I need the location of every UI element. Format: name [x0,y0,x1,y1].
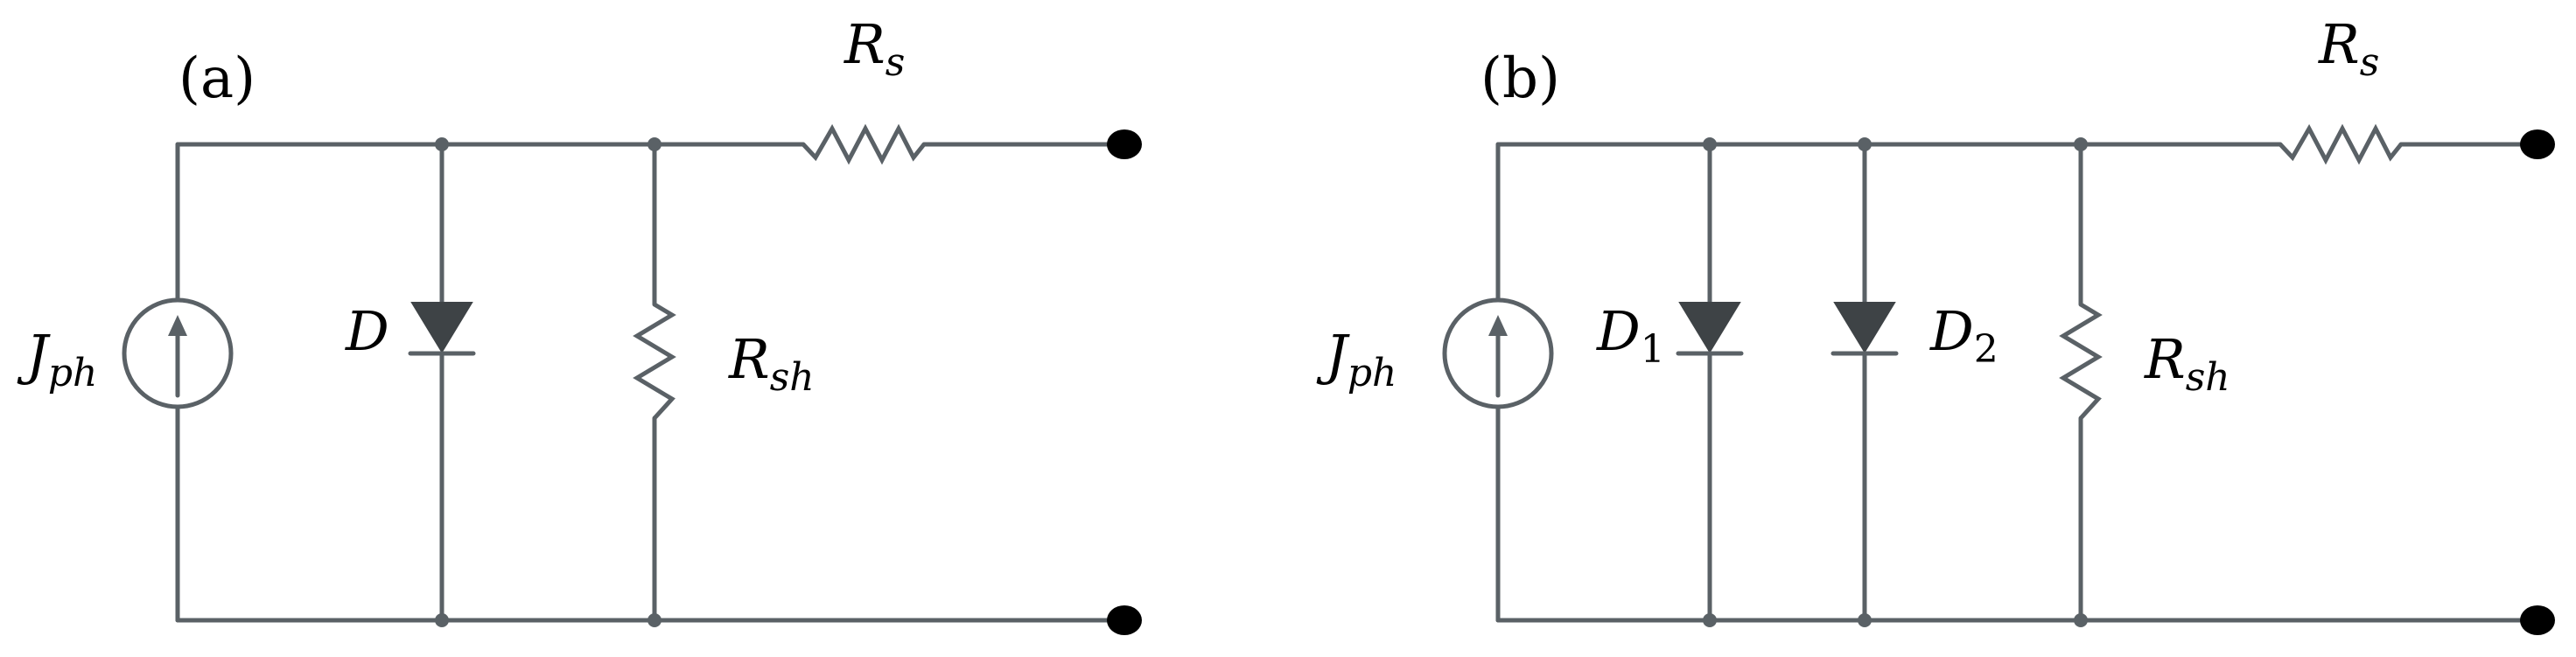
junction-dot [435,613,449,627]
up-arrow-icon [168,315,187,336]
series-a-label: Rs [844,12,905,85]
panel-b-label: (b) [1480,46,1560,111]
diode-b1-triangle [1678,302,1741,353]
source-b-label: Jph [1316,323,1396,395]
terminal-a-bottom [1107,605,1142,635]
shunt-resistor-a [633,302,676,420]
diode-b2 [1830,302,1899,356]
junction-dot [648,137,662,151]
terminal-b-bottom [2520,605,2555,635]
current-source-a-circle [122,297,234,409]
diode-a-label: D [345,299,389,363]
diode-a [408,302,476,356]
circuit-b: (b) Jph D1 D2 [1316,12,2555,635]
junction-dot [435,137,449,151]
junction-dot [1703,613,1717,627]
panel-a-label: (a) [178,46,256,111]
series-resistor-a [802,123,926,165]
series-resistor-b [2278,123,2403,165]
series-b-label: Rs [2318,12,2379,85]
junction-dot [1703,137,1717,151]
junction-dot [648,613,662,627]
diode-b2-label: D2 [1929,299,1998,372]
shunt-b-label: Rsh [2144,327,2230,400]
circuit-a: (a) Jph D Rsh Rs [17,12,1142,635]
current-source-b [1442,297,1554,409]
shunt-a-label: Rsh [728,327,815,400]
up-arrow-icon [1488,315,1508,336]
junction-dot [1858,137,1872,151]
source-a-label: Jph [17,323,97,395]
diode-b2-triangle [1833,302,1896,353]
junction-dot [1858,613,1872,627]
diode-a-triangle [410,302,473,353]
terminal-b-top [2520,129,2555,159]
terminal-a-top [1107,129,1142,159]
junction-dot [2074,613,2088,627]
shunt-resistor-b [2059,302,2103,420]
current-source-b-circle [1442,297,1554,409]
diode-b1 [1676,302,1744,356]
junction-dot [2074,137,2088,151]
current-source-a [122,297,234,409]
diode-b1-label: D1 [1596,299,1665,372]
